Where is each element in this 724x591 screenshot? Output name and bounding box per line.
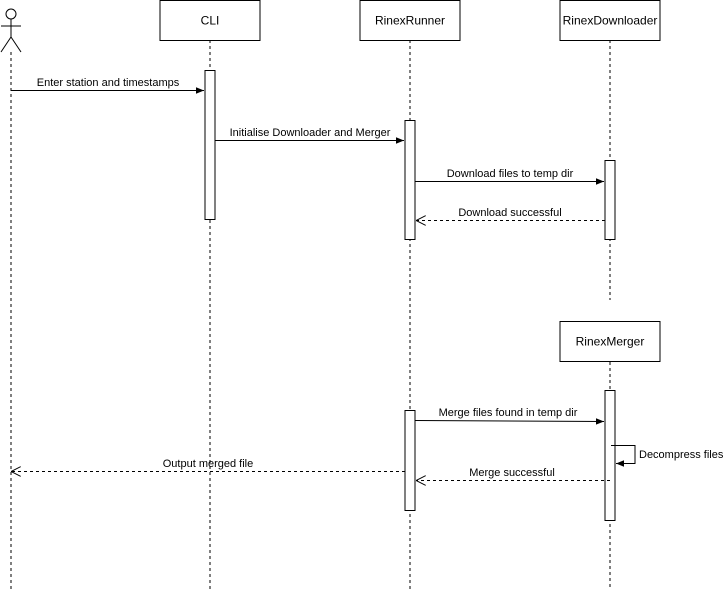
participant-rinex-downloader-label: RinexDownloader — [563, 14, 658, 28]
message-decompress-files[interactable]: Decompress files — [611, 445, 724, 467]
participant-rinex-runner-label: RinexRunner — [375, 14, 445, 28]
message-decompress-files-label: Decompress files — [639, 449, 724, 461]
message-merge-files[interactable]: Merge files found in temp dir — [414, 407, 605, 425]
message-merge-successful-label: Merge successful — [469, 467, 555, 479]
runner-activation-bar-2[interactable] — [404, 410, 416, 511]
cli-activation-bar[interactable] — [204, 70, 216, 220]
message-download-files[interactable]: Download files to temp dir — [415, 168, 604, 185]
user-actor-icon[interactable] — [0, 8, 22, 53]
participant-rinex-merger-label: RinexMerger — [576, 335, 645, 349]
participant-cli-box[interactable] — [159, 0, 261, 41]
message-enter-station-label: Enter station and timestamps — [37, 77, 180, 89]
participant-rinex-merger[interactable]: RinexMerger — [559, 321, 661, 362]
runner-activation-bar-1[interactable] — [404, 120, 416, 240]
participant-rinex-merger-box[interactable] — [559, 321, 661, 362]
participant-cli-label: CLI — [201, 14, 220, 28]
message-merge-files-arrow[interactable] — [414, 418, 605, 425]
downloader-activation-bar[interactable] — [604, 160, 616, 240]
merger-activation-bar[interactable] — [604, 390, 616, 521]
message-download-successful[interactable]: Download successful — [416, 207, 605, 221]
message-merge-files-label: Merge files found in temp dir — [439, 407, 578, 419]
participant-rinex-runner-box[interactable] — [359, 0, 461, 41]
participant-rinex-downloader-box[interactable] — [559, 0, 661, 41]
message-merge-successful[interactable]: Merge successful — [416, 467, 610, 481]
message-download-files-label: Download files to temp dir — [447, 168, 574, 180]
message-enter-station[interactable]: Enter station and timestamps — [11, 77, 204, 94]
participant-rinex-runner[interactable]: RinexRunner — [359, 0, 461, 41]
message-output-merged-file[interactable]: Output merged file — [11, 458, 405, 472]
message-download-successful-label: Download successful — [458, 207, 561, 219]
message-initialise-label: Initialise Downloader and Merger — [230, 127, 391, 139]
message-decompress-files-arrow[interactable] — [611, 445, 636, 467]
message-output-merged-file-label: Output merged file — [163, 458, 254, 470]
participant-rinex-downloader[interactable]: RinexDownloader — [559, 0, 661, 41]
message-initialise[interactable]: Initialise Downloader and Merger — [215, 127, 404, 144]
participant-cli[interactable]: CLI — [159, 0, 261, 41]
